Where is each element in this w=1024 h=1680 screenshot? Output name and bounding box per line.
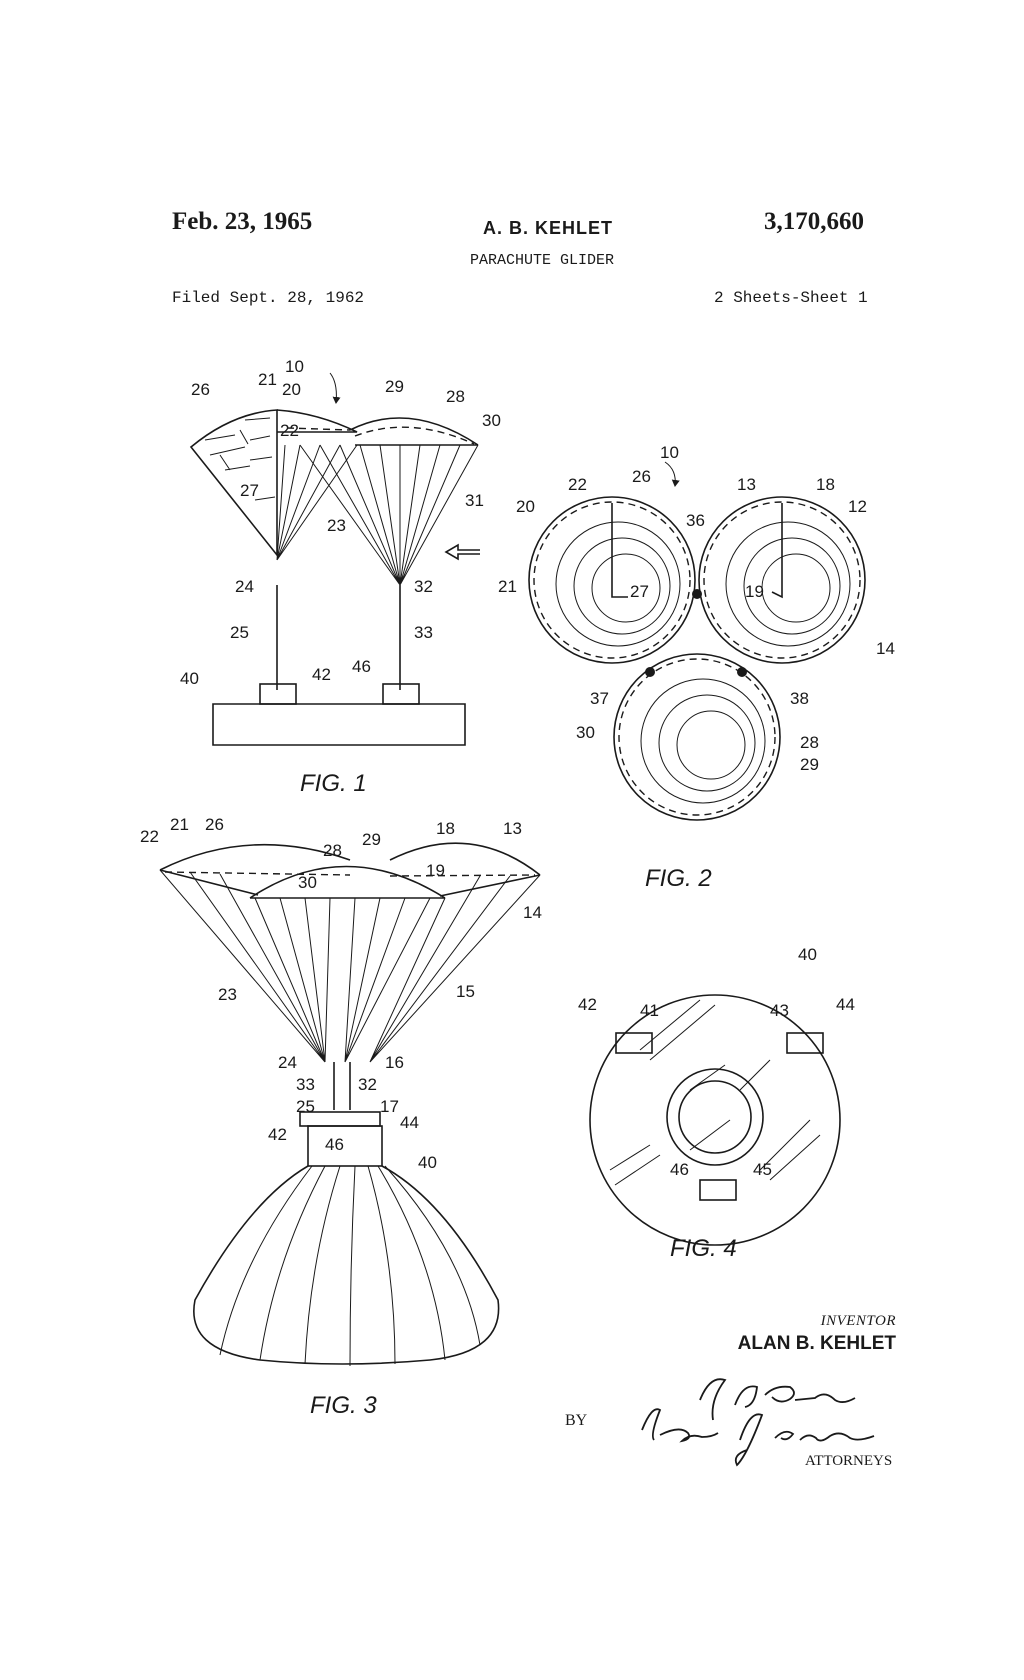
- fig3-ref-32: 32: [358, 1075, 377, 1094]
- by-label: BY: [565, 1412, 588, 1429]
- fig2-ref-10: 10: [660, 443, 679, 462]
- fig3-ref-29: 29: [362, 830, 381, 849]
- fig4-ref-45: 45: [753, 1160, 772, 1179]
- fig4-ref-40: 40: [798, 945, 817, 964]
- fig1-drawing: [189, 372, 480, 746]
- fig1-ref-28: 28: [446, 387, 465, 406]
- fig2-ref-22: 22: [568, 475, 587, 494]
- fig1-ref-22: 22: [280, 421, 299, 440]
- fig2-ref-19: 19: [745, 582, 764, 601]
- attorneys-label: ATTORNEYS: [805, 1453, 893, 1469]
- fig2-ref-20: 20: [516, 497, 535, 516]
- fig2-ref-18: 18: [816, 475, 835, 494]
- fig1-ref-25: 25: [230, 623, 249, 642]
- fig3-drawing: [159, 842, 541, 1367]
- fig4-ref-41: 41: [640, 1001, 659, 1020]
- fig1-ref-30: 30: [482, 411, 501, 430]
- fig1-ref-42: 42: [312, 665, 331, 684]
- fig4-label: FIG. 4: [670, 1235, 737, 1262]
- fig1-ref-26: 26: [191, 380, 210, 399]
- fig1-ref-31: 31: [465, 491, 484, 510]
- fig2-ref-37: 37: [590, 689, 609, 708]
- fig3-ref-46: 46: [325, 1135, 344, 1154]
- fig3-ref-44: 44: [400, 1113, 419, 1132]
- fig3-ref-42: 42: [268, 1125, 287, 1144]
- fig2-ref-12: 12: [848, 497, 867, 516]
- fig2-ref-26: 26: [632, 467, 651, 486]
- fig3-ref-21: 21: [170, 815, 189, 834]
- fig1-ref-24: 24: [235, 577, 254, 596]
- fig1-ref-27: 27: [240, 481, 259, 500]
- fig3-ref-15: 15: [456, 982, 475, 1001]
- fig3-ref-33: 33: [296, 1075, 315, 1094]
- fig3-ref-24: 24: [278, 1053, 297, 1072]
- fig3-ref-22: 22: [140, 827, 159, 846]
- fig3-ref-18: 18: [436, 819, 455, 838]
- patent-title: PARACHUTE GLIDER: [470, 252, 615, 269]
- inventor-label: INVENTOR: [820, 1313, 896, 1329]
- fig3-ref-14: 14: [523, 903, 542, 922]
- fig2-label: FIG. 2: [645, 865, 712, 892]
- fig3-ref-26: 26: [205, 815, 224, 834]
- fig1-ref-21: 21: [258, 370, 277, 389]
- fig3-ref-16: 16: [385, 1053, 404, 1072]
- fig1-ref-32: 32: [414, 577, 433, 596]
- fig1-ref-29: 29: [385, 377, 404, 396]
- fig2-ref-38: 38: [790, 689, 809, 708]
- fig3-ref-19: 19: [426, 861, 445, 880]
- fig1-ref-20: 20: [282, 380, 301, 399]
- fig1-ref-46: 46: [352, 657, 371, 676]
- fig4-ref-42: 42: [578, 995, 597, 1014]
- attorney-signatures: [641, 1378, 875, 1467]
- fig3-ref-23: 23: [218, 985, 237, 1004]
- fig2-ref-14: 14: [876, 639, 895, 658]
- fig1-ref-23: 23: [327, 516, 346, 535]
- fig4-ref-44: 44: [836, 995, 855, 1014]
- fig2-drawing: [528, 461, 866, 821]
- fig2-ref-29: 29: [800, 755, 819, 774]
- patent-number: 3,170,660: [764, 208, 864, 235]
- fig2-ref-13: 13: [737, 475, 756, 494]
- fig1-label: FIG. 1: [300, 770, 367, 797]
- fig3-ref-28: 28: [323, 841, 342, 860]
- filed-date: Filed Sept. 28, 1962: [172, 289, 365, 307]
- fig2-ref-36: 36: [686, 511, 705, 530]
- fig4-ref-46: 46: [670, 1160, 689, 1179]
- fig1-ref-10: 10: [285, 357, 304, 376]
- fig2-ref-21: 21: [498, 577, 517, 596]
- fig3-ref-30: 30: [298, 873, 317, 892]
- fig3-ref-40: 40: [418, 1153, 437, 1172]
- sheet-count: 2 Sheets-Sheet 1: [714, 289, 868, 307]
- fig3-ref-13: 13: [503, 819, 522, 838]
- fig3-ref-25: 25: [296, 1097, 315, 1116]
- inventor-short-name: A. B. KEHLET: [483, 218, 614, 238]
- inventor-name: ALAN B. KEHLET: [737, 1333, 896, 1354]
- fig4-ref-43: 43: [770, 1001, 789, 1020]
- fig3-ref-17: 17: [380, 1097, 399, 1116]
- fig2-ref-28: 28: [800, 733, 819, 752]
- fig1-ref-33: 33: [414, 623, 433, 642]
- fig4-drawing: [589, 994, 841, 1246]
- fig3-label: FIG. 3: [310, 1392, 377, 1419]
- fig2-ref-27: 27: [630, 582, 649, 601]
- patent-date: Feb. 23, 1965: [172, 208, 313, 235]
- fig2-ref-30: 30: [576, 723, 595, 742]
- fig1-ref-40: 40: [180, 669, 199, 688]
